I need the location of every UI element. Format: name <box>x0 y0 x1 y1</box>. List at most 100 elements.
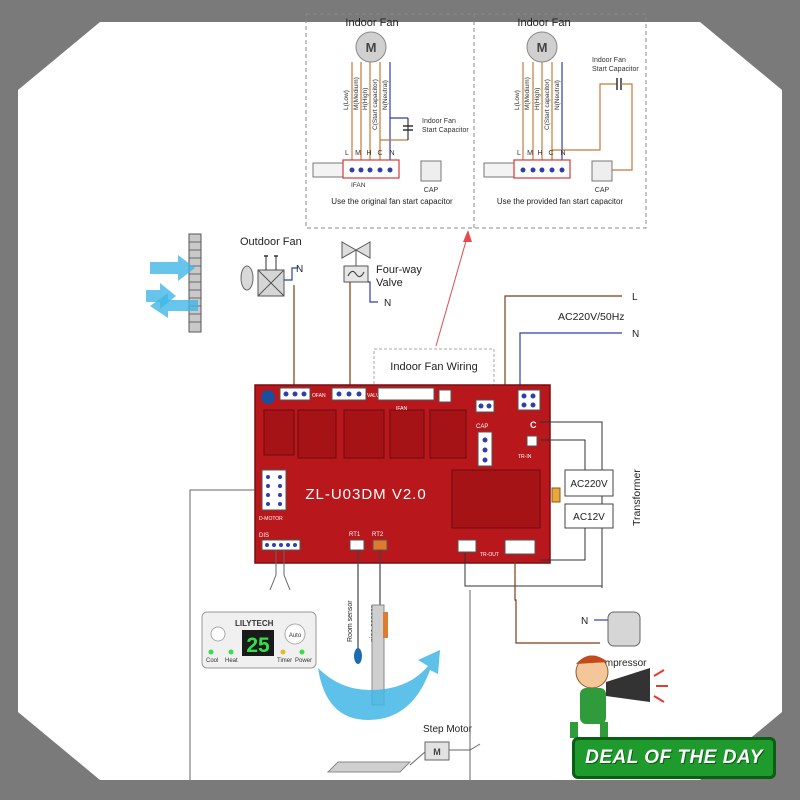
control-board: OFAN VALVE IFAN C CAP TR-IN ZL-U03DM V2.… <box>254 384 551 564</box>
neutral-wire <box>519 332 622 390</box>
heat-label: Heat <box>225 658 238 664</box>
left-cap-label-2: Start Capacitor <box>422 127 469 134</box>
indoor-fan-panels: Indoor Fan M L(Low) M(Medium) H(High) C(… <box>305 13 647 229</box>
rt2-label: RT2 <box>372 532 384 538</box>
left-cap-terminal: CAP <box>424 187 439 194</box>
airflow-arrow-icon <box>150 255 195 281</box>
power-label: Power <box>295 658 312 664</box>
left-wire-h: H(High) <box>362 88 369 110</box>
valve-label-2: Valve <box>376 277 403 289</box>
right-pin-c: C <box>548 150 553 157</box>
controller-display-value: 25 <box>246 634 270 657</box>
pointer-arrow <box>435 233 469 347</box>
right-cap-label-1: Indoor Fan <box>592 57 626 64</box>
airflow-arrow-icon-3 <box>146 283 176 309</box>
left-extra-terminal <box>312 162 344 178</box>
right-wire-m: M(Medium) <box>524 77 531 110</box>
right-wire-l: L(Low) <box>514 90 521 110</box>
left-motor-icon <box>355 31 387 63</box>
left-wire-l: L(Low) <box>343 90 350 110</box>
transformer-label: Transformer <box>631 469 643 526</box>
left-terminal-name: IFAN <box>351 182 366 189</box>
right-cap-terminal-icon <box>591 160 613 182</box>
compressor-label: Compressor <box>592 658 647 669</box>
dmotor-wire <box>189 489 255 780</box>
right-cap-label-2: Start Capacitor <box>592 66 639 73</box>
condenser-coil-icon <box>188 233 202 333</box>
ifan-label: IFAN <box>396 406 408 412</box>
step-motor-icon <box>424 741 450 761</box>
valve-icon <box>341 241 358 259</box>
outdoor-fan-label: Outdoor Fan <box>240 236 302 248</box>
board-name: ZL-U03DM V2.0 <box>305 486 426 503</box>
ofan-label: OFAN <box>312 393 326 399</box>
line-wire <box>504 295 622 390</box>
dis-label: DIS <box>259 533 269 539</box>
controller-sensor-icon <box>210 626 226 642</box>
left-motor-symbol: M <box>366 40 377 55</box>
step-motor-group: Step Motor M <box>326 724 481 773</box>
transformer-core-icon <box>551 487 561 503</box>
svg-text:M: M <box>433 747 441 757</box>
left-pin-n: N <box>389 150 394 157</box>
four-way-valve-group: Four-way Valve N <box>341 241 422 390</box>
airflow-curve-icon <box>318 650 440 720</box>
trout-label: TR-OUT <box>480 552 499 558</box>
timer-label: Timer <box>277 658 292 664</box>
cool-label: Cool <box>206 658 218 664</box>
room-sensor-icon <box>354 648 362 664</box>
right-wire-n: N(Neutral) <box>554 80 561 110</box>
auto-button-label: Auto <box>289 633 302 639</box>
left-wire-m: M(Medium) <box>353 77 360 110</box>
controller-brand: LILYTECH <box>235 619 274 628</box>
trin-label: TR-IN <box>518 454 532 460</box>
compressor-icon <box>607 611 641 647</box>
right-pin-m: M <box>527 150 533 157</box>
transformer-group: AC220V AC12V Transformer <box>464 421 643 588</box>
controller-display <box>242 630 274 656</box>
line-label: L <box>632 292 638 303</box>
outdoor-fan-group: Outdoor Fan N <box>146 233 303 390</box>
transformer-secondary-icon <box>564 503 614 529</box>
megaphone-icon <box>606 668 650 702</box>
right-panel-title: Indoor Fan <box>517 17 570 29</box>
valve-label: VALVE <box>367 393 383 399</box>
valve-neutral: N <box>384 298 391 309</box>
left-caption: Use the original fan start capacitor <box>331 197 453 206</box>
right-pin-l: L <box>517 150 521 157</box>
ac220v-label: AC220V <box>570 479 608 490</box>
board-mount-icon <box>261 390 275 404</box>
left-cap-label-1: Indoor Fan <box>422 118 456 125</box>
louver-icon <box>326 761 412 773</box>
panels-border <box>305 13 647 229</box>
transformer-primary-icon <box>564 469 614 497</box>
right-cap-terminal: CAP <box>595 187 610 194</box>
c-label: C <box>530 420 537 430</box>
left-panel-title: Indoor Fan <box>345 17 398 29</box>
right-wire-h: H(High) <box>534 88 541 110</box>
power-connector <box>517 389 541 411</box>
left-wire-c: C(Start capacitor) <box>372 79 379 130</box>
deal-of-the-day-badge[interactable]: DEAL OF THE DAY <box>572 737 776 779</box>
left-pin-m: M <box>355 150 361 157</box>
right-pin-n: N <box>560 150 565 157</box>
cap-label: CAP <box>476 424 488 430</box>
dmotor-connector <box>261 469 287 511</box>
dmotor-label: D-MOTOR <box>259 516 283 522</box>
controller-unit: LILYTECH 25 Auto Cool Heat Timer Power <box>201 611 317 669</box>
power-label: AC220V/50Hz <box>558 311 625 323</box>
arrow-head-icon <box>463 230 472 242</box>
compressor-neutral: N <box>581 616 588 627</box>
ifan-connector <box>377 387 435 401</box>
right-motor-symbol: M <box>537 40 548 55</box>
left-pin-h: H <box>366 150 371 157</box>
outdoor-fan-neutral: N <box>296 264 303 275</box>
indoor-fan-wiring-label: Indoor Fan Wiring <box>390 361 477 373</box>
pipe-sensor-icon <box>383 612 388 638</box>
rt1-label: RT1 <box>349 532 361 538</box>
mascot-icon <box>570 655 668 738</box>
power-neutral: N <box>632 329 639 340</box>
left-pin-l: L <box>345 150 349 157</box>
left-wire-n: N(Neutral) <box>382 80 389 110</box>
